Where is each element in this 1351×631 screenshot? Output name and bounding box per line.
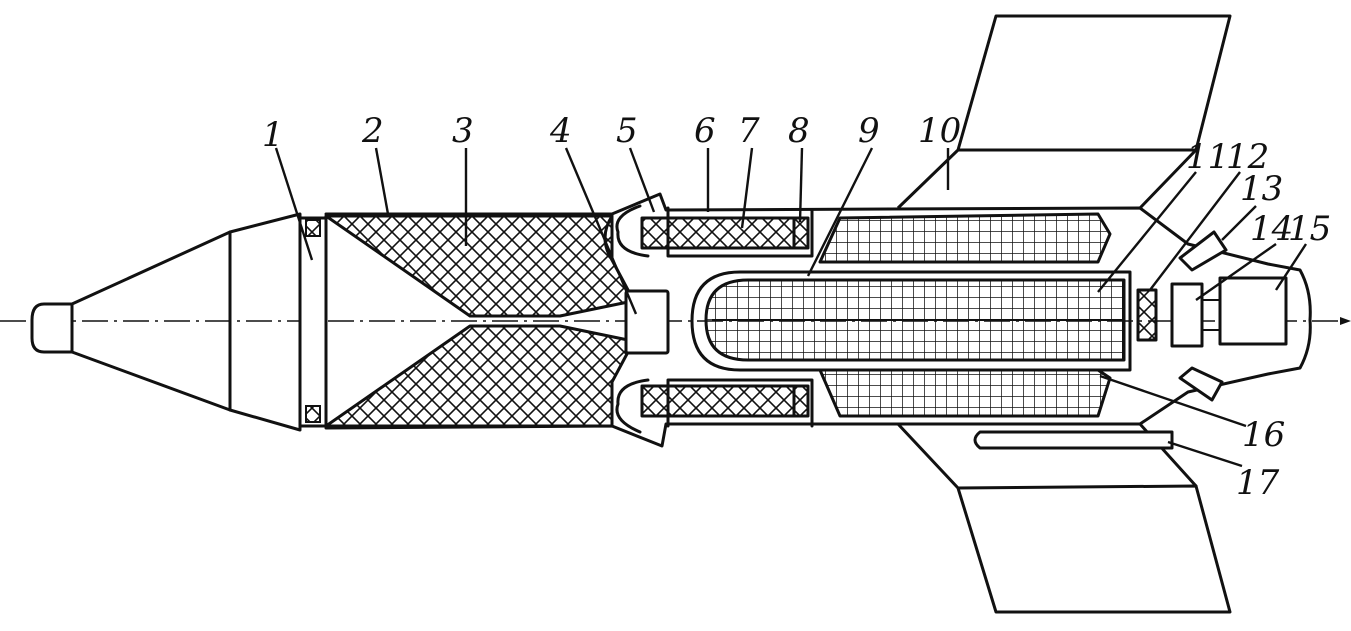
part-4-fuze — [624, 289, 670, 355]
leader-1 — [274, 147, 314, 261]
upper-chamber-lip — [615, 204, 650, 258]
part-16-propellant-lower — [818, 368, 1112, 418]
part-3-charge-lower — [324, 324, 630, 428]
label-3: 3 — [452, 111, 474, 151]
leader-13 — [1221, 205, 1257, 241]
label-2: 2 — [361, 111, 384, 151]
part-8-cap-upper — [792, 216, 810, 250]
leader-16 — [1099, 374, 1247, 428]
part-15-box — [1218, 276, 1288, 346]
part-7-cartridge-lower — [640, 384, 796, 418]
propellant-block-upper — [818, 212, 1112, 264]
part-1-plate — [298, 216, 328, 428]
leader-11 — [1097, 171, 1197, 293]
label-6: 6 — [694, 111, 716, 151]
leader-2 — [374, 147, 390, 215]
label-17: 17 — [1236, 463, 1280, 503]
nose-cone — [70, 212, 302, 432]
part-17-rod — [973, 430, 1174, 450]
part-13-nozzle-lower — [1178, 366, 1224, 402]
label-10: 10 — [918, 111, 961, 151]
part-8-cap-lower — [792, 384, 810, 418]
leader-5 — [628, 147, 656, 213]
label-16: 16 — [1242, 415, 1285, 455]
label-4: 4 — [549, 111, 572, 151]
body-outline — [324, 192, 1312, 448]
part-1-seal-bottom — [305, 405, 321, 423]
label-5: 5 — [616, 111, 638, 151]
label-9: 9 — [858, 111, 880, 151]
nose-tip — [30, 302, 74, 354]
part-9-tube — [690, 270, 1132, 372]
label-14: 14 — [1250, 209, 1293, 249]
part-14-box — [1170, 282, 1204, 348]
label-1: 1 — [262, 115, 284, 155]
label-8: 8 — [788, 111, 810, 151]
leader-14 — [1195, 243, 1277, 301]
lower-chamber-lip — [615, 378, 650, 434]
leader-4 — [564, 147, 638, 315]
lower-fin — [896, 422, 1232, 614]
part-12-block — [1136, 288, 1158, 342]
leader-17 — [1167, 440, 1243, 468]
part-13-nozzle-upper — [1178, 230, 1228, 272]
part-1-seal-top — [305, 219, 321, 237]
label-7: 7 — [738, 111, 760, 151]
leader-15 — [1274, 243, 1308, 291]
leader-9 — [806, 147, 874, 277]
label-13: 13 — [1240, 169, 1283, 209]
label-11: 11 — [1186, 137, 1229, 177]
leader-8 — [798, 147, 804, 223]
label-12: 12 — [1226, 137, 1269, 177]
leader-7 — [740, 147, 754, 229]
leader-12 — [1149, 171, 1241, 291]
label-15: 15 — [1288, 209, 1331, 249]
axis-arrow-icon — [1340, 317, 1351, 325]
part-3-charge-upper — [324, 214, 630, 318]
part-7-cartridge-upper — [640, 216, 796, 250]
upper-fin-root — [1138, 148, 1198, 210]
